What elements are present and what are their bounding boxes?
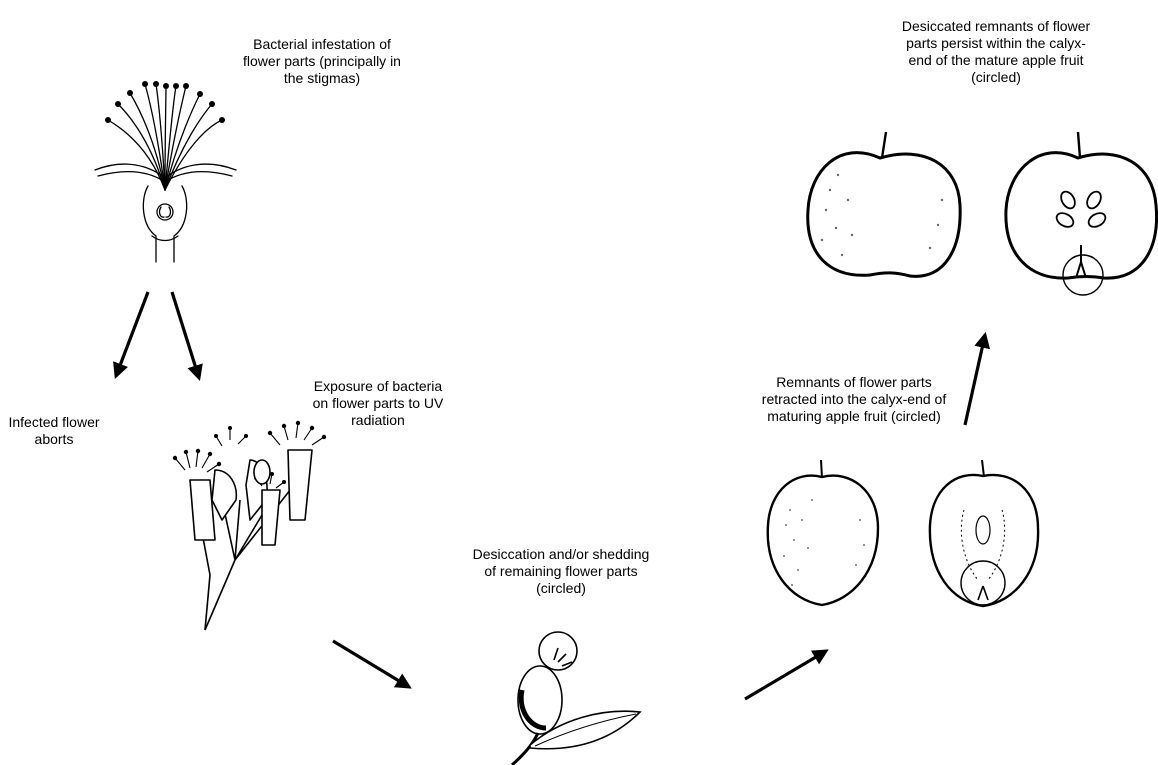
arrow-to-uv-exposure	[172, 292, 199, 378]
caption-line: Desiccation and/or shedding	[461, 546, 661, 563]
arrow-to-aborts	[116, 292, 148, 376]
caption-line: Remnants of flower parts	[744, 374, 964, 391]
caption-uv-exposure: Exposure of bacteria on flower parts to …	[288, 378, 468, 429]
caption-line: Bacterial infestation of	[222, 36, 422, 53]
caption-line: (circled)	[876, 69, 1116, 86]
caption-line: on flower parts to UV	[288, 395, 468, 412]
caption-flower-aborts: Infected flower aborts	[0, 414, 108, 448]
mature-apple-exterior	[808, 132, 960, 276]
arrow-to-maturing-fruit	[745, 651, 826, 699]
caption-line: Infected flower	[0, 414, 108, 431]
caption-line: (circled)	[461, 580, 661, 597]
caption-line: end of the mature apple fruit	[876, 52, 1116, 69]
caption-desiccation: Desiccation and/or shedding of remaining…	[461, 546, 661, 597]
infected-flower-cluster	[173, 421, 326, 630]
caption-line: Desiccated remnants of flower	[876, 18, 1116, 35]
desiccation-highlight-circle	[539, 632, 577, 670]
caption-line: radiation	[288, 412, 468, 429]
caption-line: of remaining flower parts	[461, 563, 661, 580]
caption-bacterial-infestation: Bacterial infestation of flower parts (p…	[222, 36, 422, 87]
caption-line: parts persist within the calyx-	[876, 35, 1116, 52]
caption-line: maturing apple fruit (circled)	[744, 408, 964, 425]
mature-apple-cross-section	[1006, 132, 1157, 295]
caption-line: flower parts (principally in	[222, 53, 422, 70]
caption-line: aborts	[0, 431, 108, 448]
caption-line: Exposure of bacteria	[288, 378, 468, 395]
flower-with-desiccated-parts	[512, 632, 640, 765]
flower-cross-section	[95, 81, 236, 262]
young-apple-cross-section	[930, 460, 1038, 606]
young-apple-exterior	[768, 460, 878, 605]
arrow-to-mature-fruit	[965, 335, 985, 425]
caption-line: the stigmas)	[222, 70, 422, 87]
caption-line: retracted into the calyx-end of	[744, 391, 964, 408]
caption-retracted-remnants: Remnants of flower parts retracted into …	[744, 374, 964, 425]
arrow-to-desiccation	[333, 641, 409, 687]
caption-persistent-remnants: Desiccated remnants of flower parts pers…	[876, 18, 1116, 86]
